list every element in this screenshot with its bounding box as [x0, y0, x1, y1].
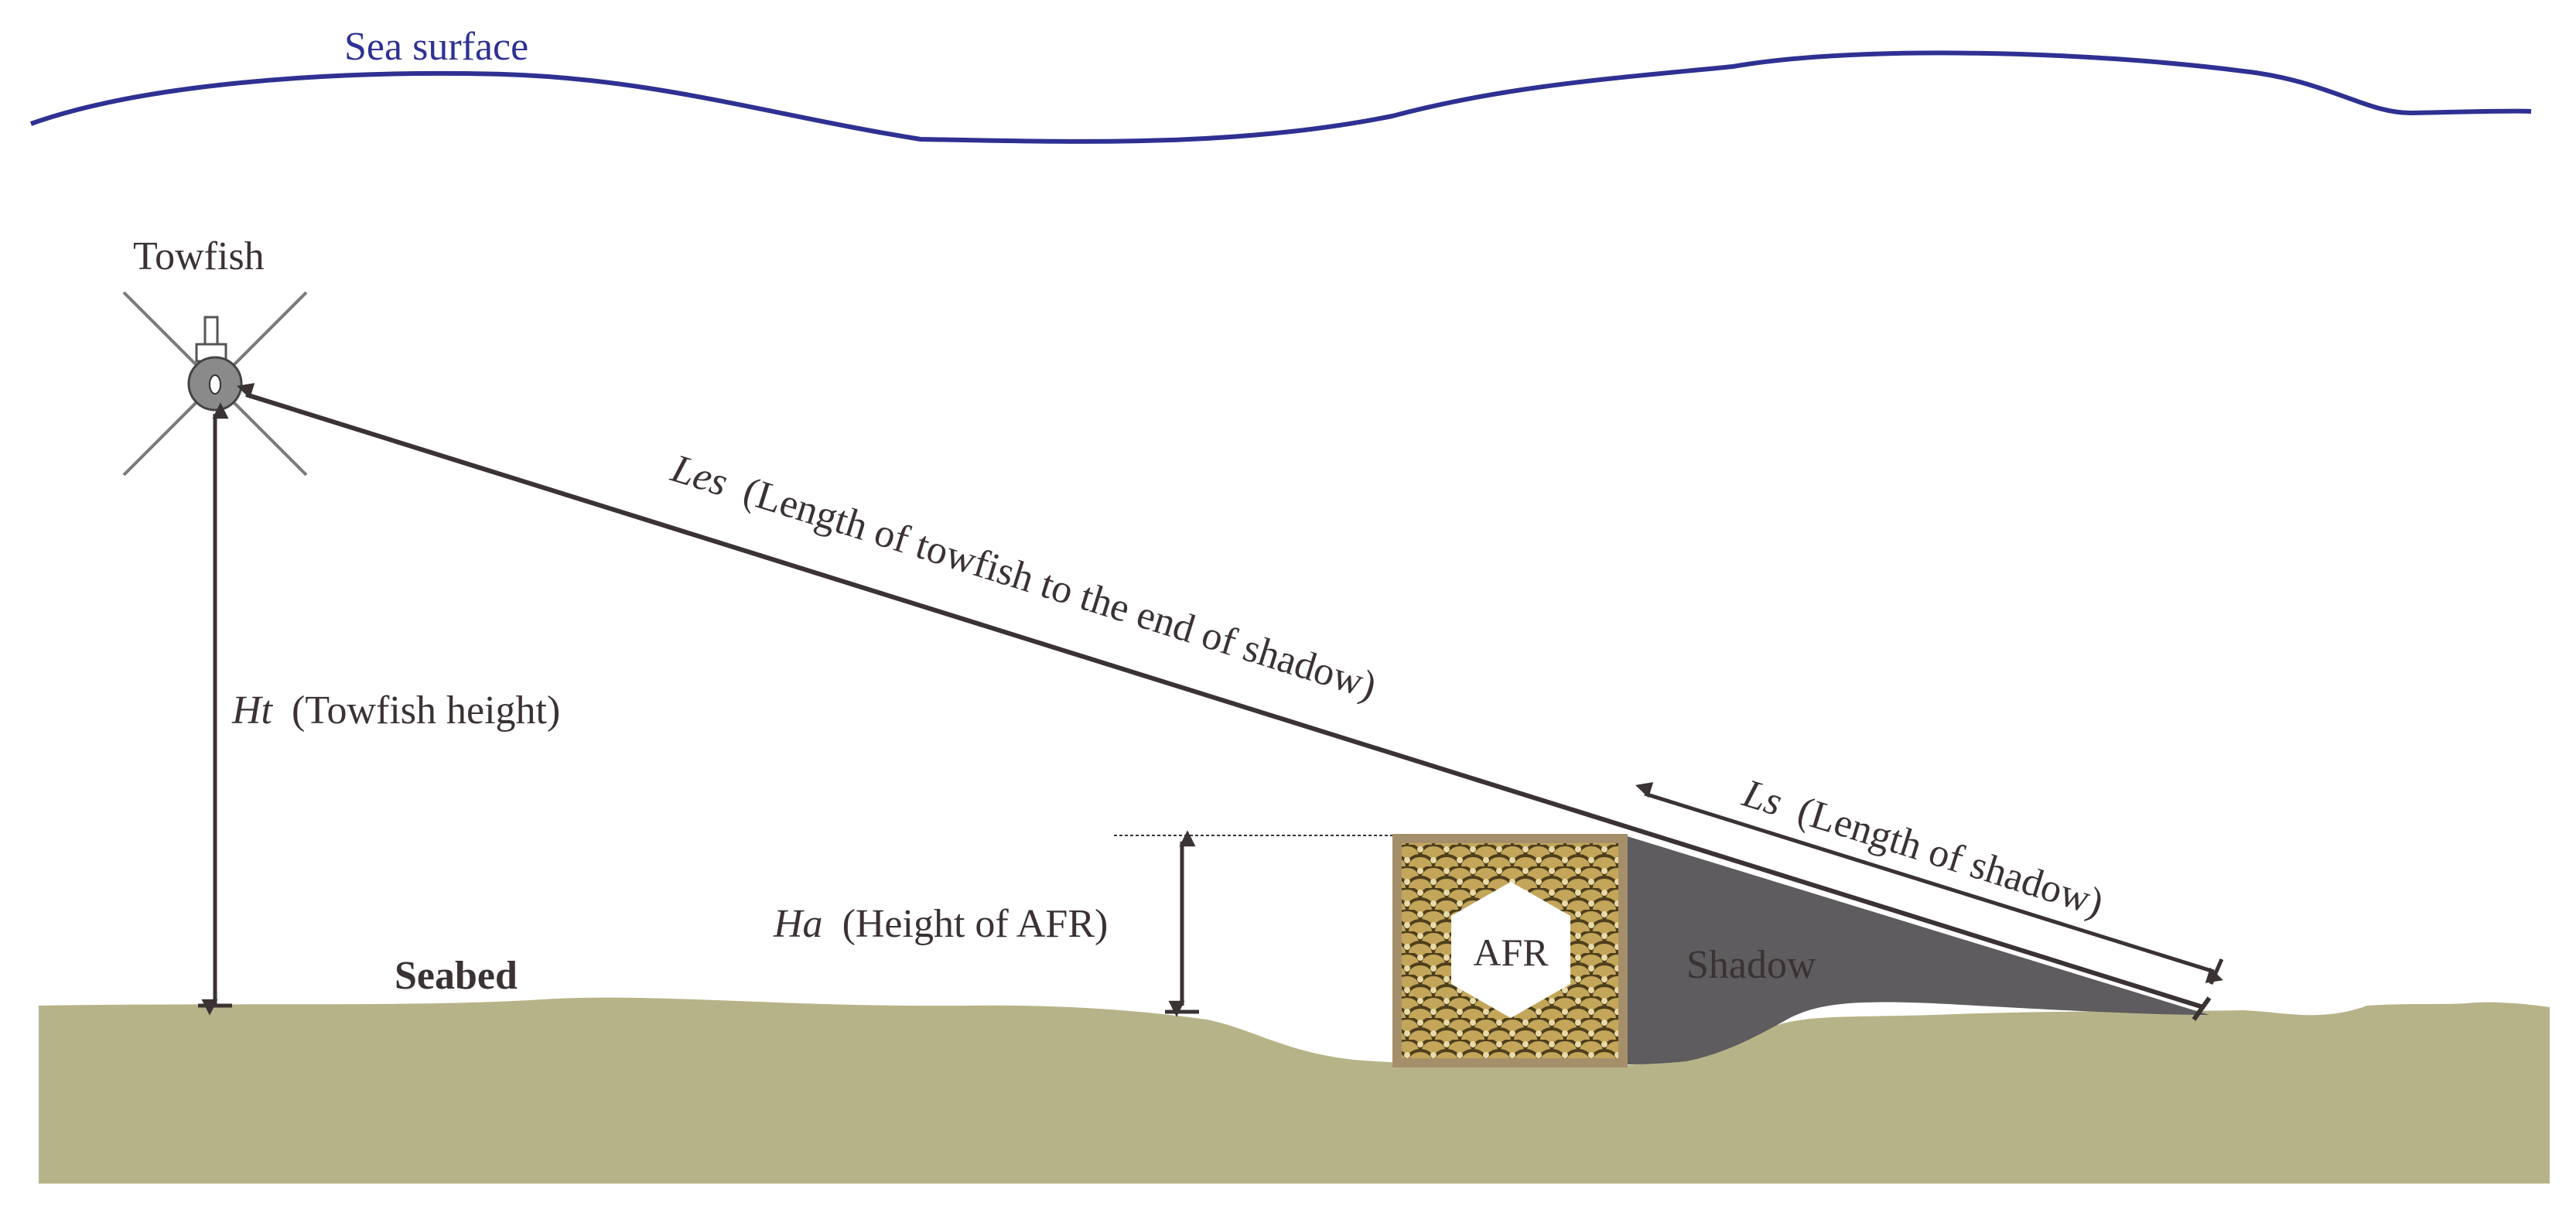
- towfish-label: Towfish: [133, 234, 265, 278]
- les-label: Les (Length of towfish to the end of sha…: [665, 446, 1381, 709]
- afr-label: AFR: [1473, 931, 1549, 974]
- les-symbol: Les: [665, 446, 733, 505]
- afr-height-label: Ha (Height of AFR): [773, 902, 1108, 946]
- afr-hexagon: [1451, 882, 1570, 1018]
- sea-surface-label: Sea surface: [344, 25, 528, 69]
- ls-symbol: Ls: [1737, 771, 1787, 825]
- sea-surface-line: [29, 50, 2532, 144]
- afr-block: AFR: [1392, 834, 1628, 1068]
- shadow-length-tick: [2209, 958, 2224, 986]
- seabed-label: Seabed: [395, 954, 518, 998]
- ha-symbol: Ha: [773, 902, 823, 946]
- shadow-label: Shadow: [1686, 943, 1816, 987]
- ht-description: (Towfish height): [292, 688, 560, 733]
- shadow-end-tick: [2192, 996, 2212, 1021]
- ht-symbol: Ht: [231, 688, 274, 733]
- towfish-icon: [122, 291, 308, 477]
- ha-description: (Height of AFR): [842, 902, 1109, 946]
- shadow-length-arrow: [1635, 782, 2223, 983]
- towfish-height-label: Ht (Towfish height): [231, 688, 560, 733]
- les-description: (Length of towfish to the end of shadow): [738, 469, 1381, 709]
- seabed: [39, 997, 2550, 1184]
